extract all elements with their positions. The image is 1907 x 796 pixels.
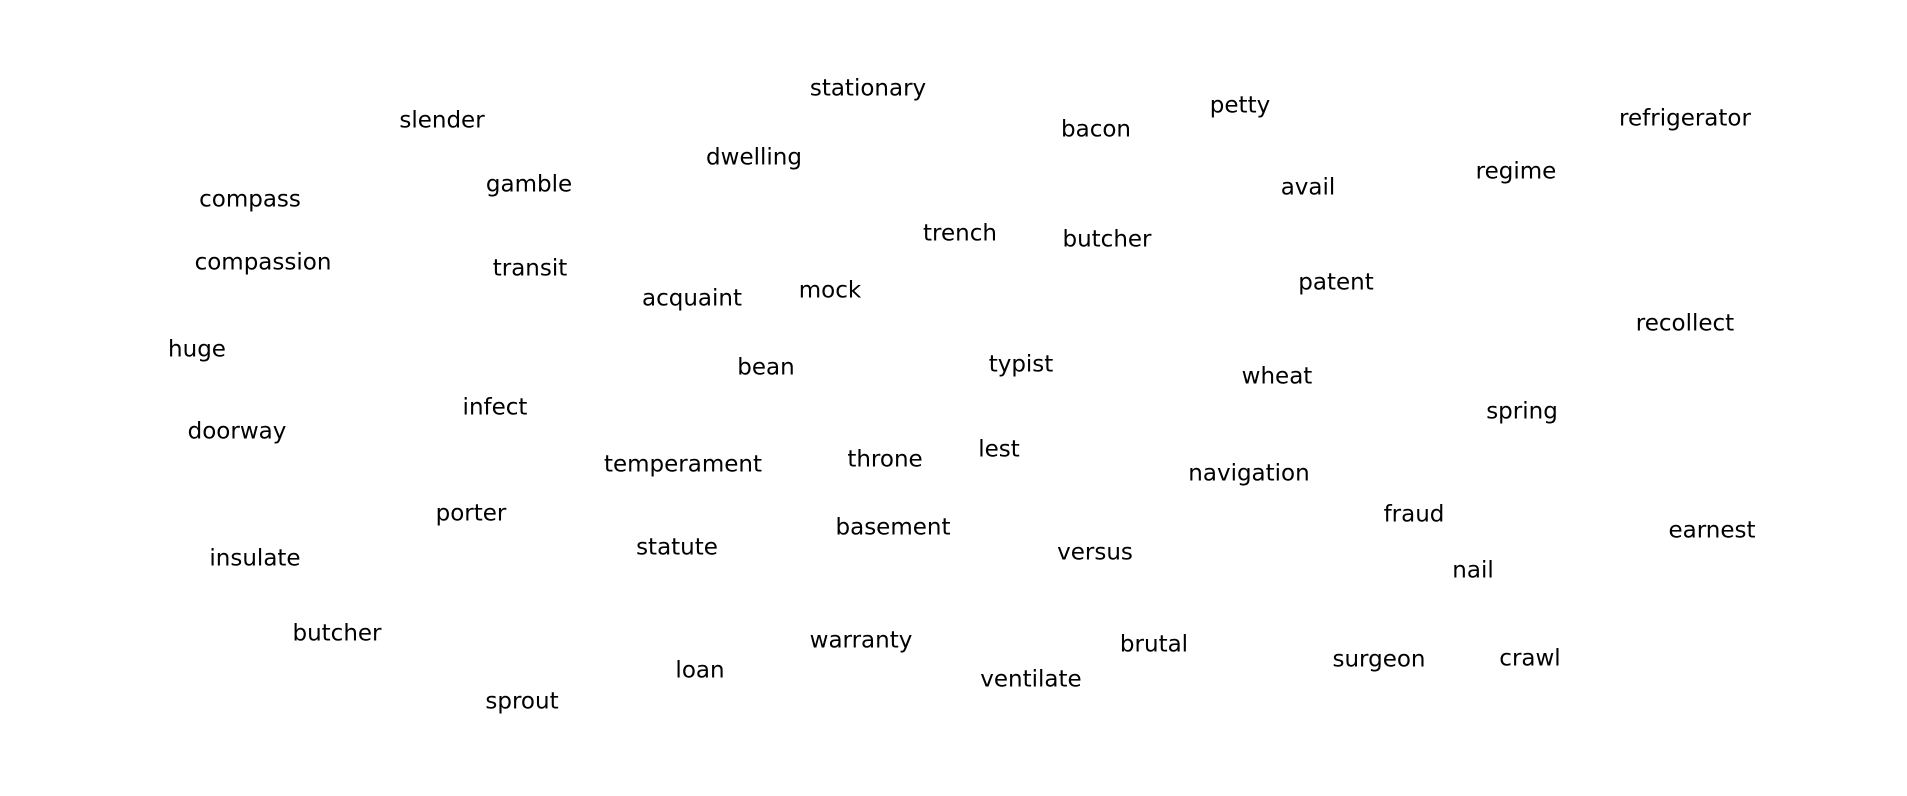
word-label: dwelling [706, 144, 802, 171]
word-label: porter [435, 500, 507, 527]
word-label: bean [737, 354, 795, 381]
word-label: warranty [809, 627, 913, 654]
word-label: petty [1209, 92, 1271, 119]
word-label: basement [835, 514, 951, 541]
word-label: crawl [1499, 645, 1561, 672]
word-label: regime [1475, 158, 1557, 185]
word-label: navigation [1188, 460, 1310, 487]
word-label: huge [168, 336, 226, 363]
word-label: brutal [1119, 631, 1189, 658]
word-label: ventilate [980, 666, 1082, 693]
word-label: acquaint [642, 285, 742, 312]
word-label: temperament [603, 451, 763, 478]
word-label: patent [1298, 269, 1374, 296]
word-label: recollect [1635, 310, 1735, 337]
word-label: bacon [1061, 116, 1131, 143]
word-label: infect [462, 394, 528, 421]
word-label: nail [1452, 557, 1494, 584]
word-label: butcher [292, 620, 382, 647]
word-label: wheat [1241, 363, 1313, 390]
word-label: stationary [809, 75, 927, 102]
word-label: versus [1057, 539, 1133, 566]
word-label: surgeon [1332, 646, 1426, 673]
word-label: compassion [194, 249, 332, 276]
word-label: loan [675, 657, 725, 684]
word-label: throne [847, 446, 923, 473]
word-label: sprout [485, 688, 559, 715]
word-label: slender [399, 107, 485, 134]
word-label: compass [199, 186, 301, 213]
word-label: butcher [1062, 226, 1152, 253]
word-label: transit [492, 255, 568, 282]
word-label: typist [988, 351, 1054, 378]
word-label: insulate [209, 545, 301, 572]
word-label: trench [923, 220, 997, 247]
word-label: refrigerator [1619, 105, 1751, 132]
word-label: gamble [485, 171, 573, 198]
word-label: mock [798, 277, 862, 304]
word-label: spring [1486, 398, 1558, 425]
word-label: statute [636, 534, 718, 561]
word-label: avail [1280, 174, 1336, 201]
word-label: lest [978, 436, 1020, 463]
word-label: doorway [187, 418, 287, 445]
word-label: fraud [1383, 501, 1445, 528]
word-label: earnest [1668, 517, 1756, 544]
